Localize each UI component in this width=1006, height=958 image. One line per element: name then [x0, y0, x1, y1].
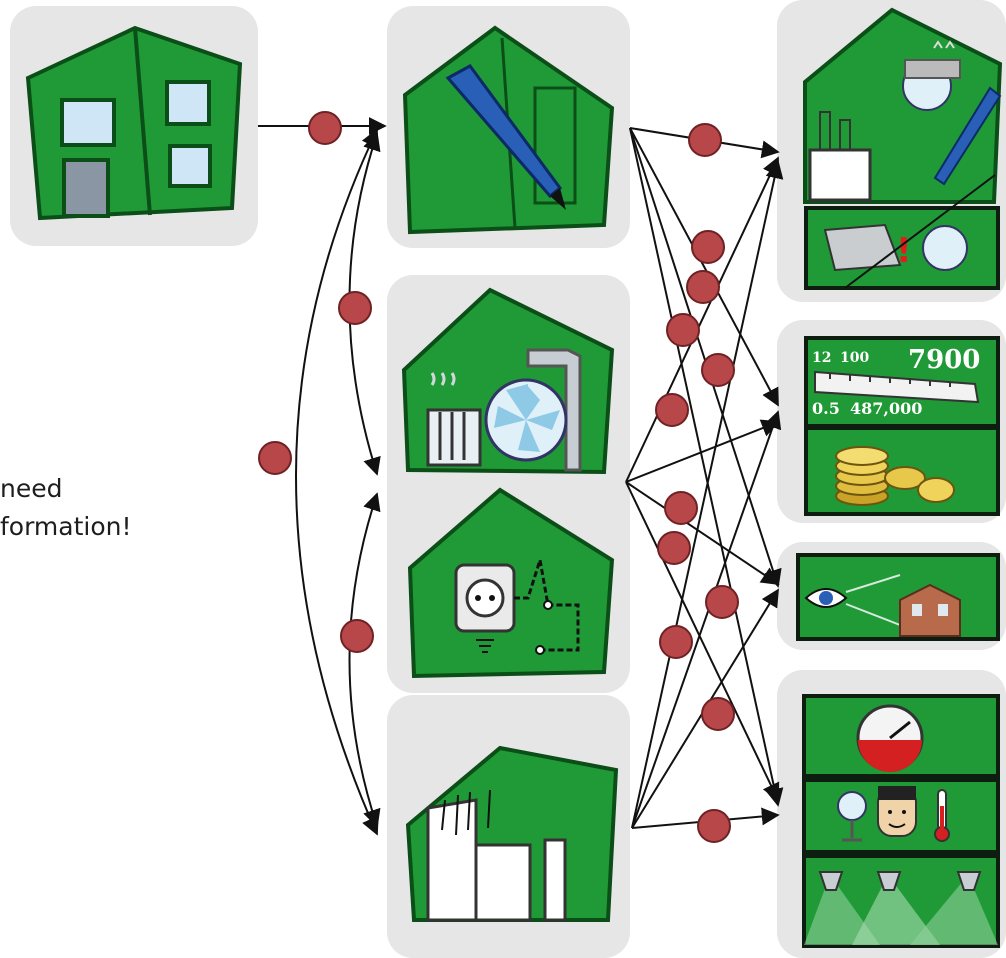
lighting-spots-icon	[802, 854, 1000, 948]
arrow-design-construction	[295, 128, 379, 836]
flow-dot	[705, 585, 739, 619]
ruler-number-12: 12	[812, 350, 831, 366]
eye-building-icon	[796, 553, 1000, 641]
ruler-number-100: 100	[840, 350, 869, 366]
flow-dot	[691, 230, 725, 264]
flow-dot	[338, 291, 372, 325]
info-need-note: need formation!	[0, 470, 230, 546]
installation-design-icon	[803, 7, 1003, 204]
flow-dot	[688, 123, 722, 157]
flow-dot	[666, 313, 700, 347]
arrow-c-quantities	[631, 410, 782, 829]
ruler-number-487000: 487,000	[850, 399, 922, 418]
note-line-information: formation!	[0, 512, 132, 541]
ruler-number-7900: 7900	[908, 345, 980, 375]
flow-dot	[655, 393, 689, 427]
arrow-d-visual	[629, 127, 782, 588]
arrow-d-quantities	[629, 127, 779, 407]
flow-dot	[258, 441, 292, 475]
thermal-comfort-icon	[802, 778, 1000, 854]
arrow-s-installation	[625, 156, 780, 483]
arrow-d-performance	[629, 127, 784, 807]
building-icon	[25, 25, 243, 221]
flow-dots	[258, 111, 739, 843]
house-construction-icon	[405, 745, 619, 922]
flow-dot	[340, 619, 374, 653]
flow-dot	[701, 697, 735, 731]
flow-dot	[308, 111, 342, 145]
ruler-number-05: 0.5	[812, 399, 840, 418]
flow-dot	[701, 353, 735, 387]
quantity-ruler-icon: 12 100 7900 0.5 487,000	[804, 336, 1000, 428]
flow-dot	[697, 809, 731, 843]
flow-dot	[686, 270, 720, 304]
house-heating-ventilation-icon	[401, 287, 615, 475]
arrow-s-visual	[625, 481, 780, 586]
arrow-c-installation	[631, 160, 784, 829]
gauge-icon	[802, 694, 1000, 778]
svg-text:!: !	[896, 231, 912, 271]
house-design-pen-icon	[402, 25, 615, 235]
ventilation-warning-icon: !	[804, 174, 1000, 290]
arrow-s-performance	[625, 481, 780, 802]
coins-icon	[804, 426, 1000, 516]
note-line-need: need	[0, 474, 63, 503]
house-electrical-socket-icon	[407, 487, 615, 679]
flow-dot	[664, 491, 698, 525]
arrow-s-quantities	[625, 419, 780, 483]
flow-dot	[659, 625, 693, 659]
flow-dot	[657, 531, 691, 565]
